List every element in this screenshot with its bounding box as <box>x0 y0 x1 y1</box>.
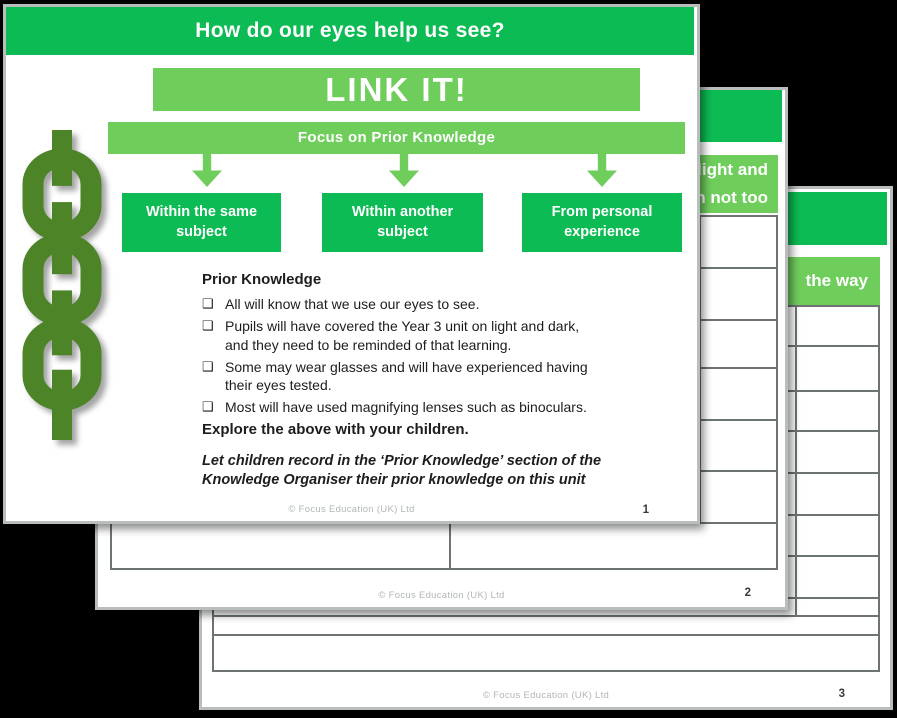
link-it-banner: LINK IT! <box>153 68 640 111</box>
slide-1[interactable]: How do our eyes help us see? LINK IT! Fo… <box>3 4 700 524</box>
table-line <box>795 307 797 615</box>
slide2-page-number: 2 <box>744 587 751 599</box>
section-heading: Prior Knowledge <box>202 271 322 288</box>
focus-subtitle-bar: Focus on Prior Knowledge <box>108 122 685 154</box>
prior-knowledge-section: Prior Knowledge ❑ All will know that we … <box>202 270 680 489</box>
checkbox-bullet-icon: ❑ <box>202 296 214 311</box>
list-item-text: All will know that we use our eyes to se… <box>225 296 480 312</box>
slide2-copyright: © Focus Education (UK) Ltd <box>378 590 505 601</box>
list-item: ❑ All will know that we use our eyes to … <box>202 295 680 314</box>
table-line <box>214 634 878 636</box>
list-item: ❑ Most will have used magnifying lenses … <box>202 398 680 417</box>
list-item-text: Most will have used magnifying lenses su… <box>225 399 587 415</box>
checkbox-bullet-icon: ❑ <box>202 399 214 414</box>
category-box-same-subject: Within the same subject <box>122 193 281 252</box>
slide3-copyright: © Focus Education (UK) Ltd <box>482 690 610 701</box>
slide1-page-number: 1 <box>642 504 649 516</box>
category-box-personal-experience: From personal experience <box>522 193 682 252</box>
table-line <box>214 615 878 617</box>
list-item: ❑ Pupils will have covered the Year 3 un… <box>202 317 680 354</box>
table-line <box>449 522 451 568</box>
list-item-text: Some may wear glasses and will have expe… <box>225 358 588 394</box>
category-box-another-subject: Within another subject <box>322 193 483 252</box>
chain-icon <box>22 130 102 440</box>
checkbox-bullet-icon: ❑ <box>202 358 214 374</box>
down-arrow-icon <box>587 154 617 187</box>
slide1-title-bar: How do our eyes help us see? <box>6 7 694 55</box>
down-arrow-icon <box>192 154 222 187</box>
checkbox-bullet-icon: ❑ <box>202 318 214 333</box>
explore-instruction: Explore the above with your children. <box>202 421 469 438</box>
slide3-page-number: 3 <box>838 688 845 700</box>
list-item: ❑ Some may wear glasses and will have ex… <box>202 358 680 395</box>
teacher-note: Let children record in the ‘Prior Knowle… <box>202 453 602 488</box>
slide1-copyright: © Focus Education (UK) Ltd <box>288 504 415 515</box>
down-arrow-icon <box>389 154 419 187</box>
list-item-text: Pupils will have covered the Year 3 unit… <box>225 318 580 353</box>
